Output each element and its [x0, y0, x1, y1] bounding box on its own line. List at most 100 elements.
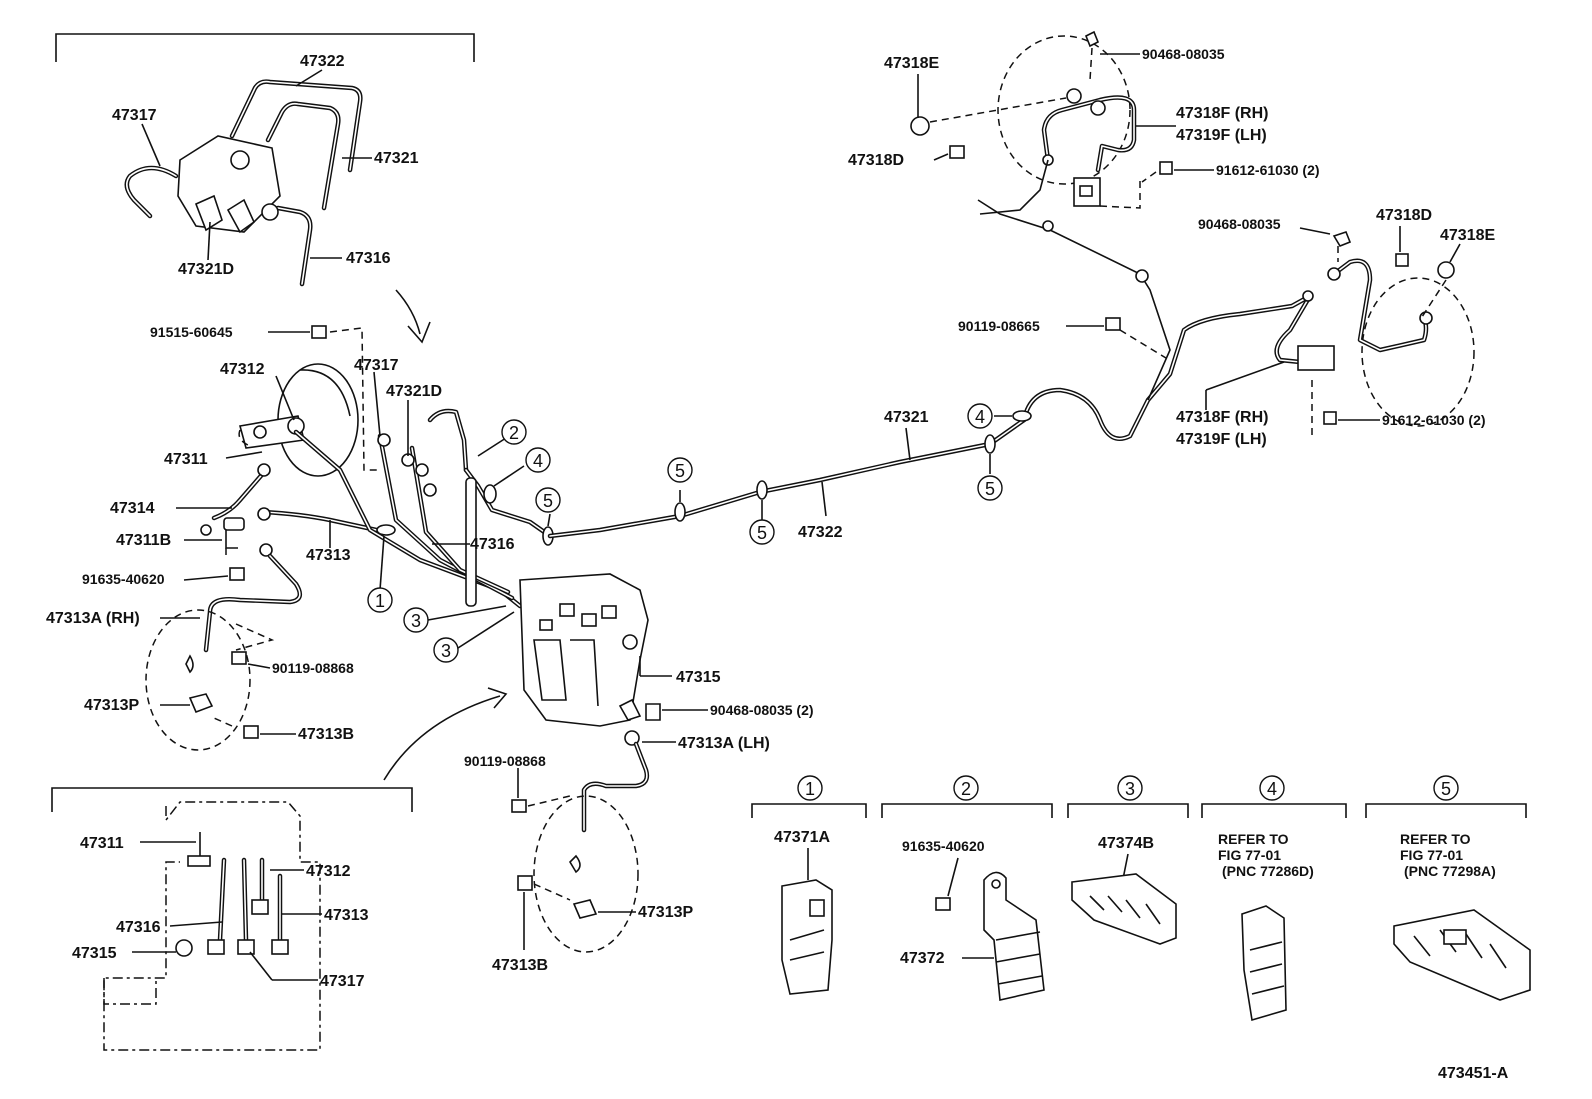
label-47313P-left: 47313P — [84, 697, 139, 714]
label-47321D-mid: 47321D — [386, 383, 442, 400]
label-90119-mid: 90119-08868 — [464, 753, 546, 769]
bracket-47313P-left — [188, 693, 214, 714]
label-47319F-LH-top: 47319F (LH) — [1176, 127, 1267, 144]
label-91612-top: 91612-61030 (2) — [1216, 162, 1320, 178]
label-inset-47311: 47311 — [80, 835, 124, 852]
callout-1-label: 1 — [375, 591, 385, 611]
pipe-47317-top — [124, 165, 179, 219]
callout-5c — [749, 519, 775, 545]
label-47317-top: 47317 — [112, 107, 157, 124]
inset-fitting — [187, 855, 211, 867]
bolt-47318D-right — [1395, 253, 1409, 267]
label-90119-left: 90119-08868 — [272, 660, 354, 676]
callout-5b — [667, 457, 693, 483]
legend-callout-1 — [797, 775, 823, 801]
label-inset-47316: 47316 — [116, 919, 161, 936]
inset-bracket-top — [55, 33, 475, 62]
callout-3-label: 3 — [411, 611, 421, 631]
label-47319F-LH-right: 47319F (LH) — [1176, 431, 1267, 448]
label-47312: 47312 — [220, 361, 265, 378]
legend-callout-3 — [1117, 775, 1143, 801]
label-47321-main: 47321 — [884, 409, 929, 426]
label-clamp5-ref2: FIG 77-01 — [1400, 847, 1463, 863]
label-47318D-top: 47318D — [848, 152, 904, 169]
label-47313P-mid: 47313P — [638, 904, 693, 921]
label-47322-top: 47322 — [300, 53, 345, 70]
label-91612-right: 91612-61030 (2) — [1382, 412, 1486, 428]
valve-fitting — [230, 150, 250, 170]
callout-4b-label: 4 — [975, 407, 985, 427]
label-inset-47313: 47313 — [324, 907, 369, 924]
center-lines: 47317 47321D 47316 47315 90468-08035 (2)… — [293, 357, 814, 974]
wheel-center-outline — [533, 795, 639, 953]
valve-block — [226, 198, 256, 234]
wire-line-upper — [977, 199, 1171, 401]
label-90468-mid: 90468-08035 (2) — [710, 702, 814, 718]
pipe-47318F-right — [1331, 258, 1429, 353]
pipe-bundle-b — [377, 433, 515, 601]
bolt-91612-right — [1323, 411, 1337, 425]
bolt-90119-left — [231, 651, 247, 665]
label-47313A-RH: 47313A (RH) — [46, 610, 140, 627]
label-47318E-right: 47318E — [1440, 227, 1495, 244]
legend-callout-5-label: 5 — [1441, 779, 1451, 799]
callout-1 — [367, 587, 393, 613]
callout-4 — [525, 447, 551, 473]
clamp-marker-2 — [465, 477, 477, 607]
arrowhead — [407, 321, 431, 344]
label-clamp4-ref1: REFER TO — [1218, 831, 1289, 847]
callout-2 — [501, 419, 527, 445]
label-47317-mid: 47317 — [354, 357, 399, 374]
label-inset-47315: 47315 — [72, 945, 117, 962]
legend-bracket-4 — [1201, 803, 1347, 818]
label-47314: 47314 — [110, 500, 155, 517]
callout-5 — [535, 487, 561, 513]
label-47313B-left: 47313B — [298, 726, 354, 743]
label-47318E-top: 47318E — [884, 55, 939, 72]
clip-47318E-top — [910, 116, 930, 136]
label-47316-top: 47316 — [346, 250, 391, 267]
legend-bracket-5 — [1365, 803, 1527, 818]
bolt-91515 — [311, 325, 327, 339]
label-clamp5-ref1: REFER TO — [1400, 831, 1471, 847]
bracket-47313P-mid — [572, 899, 598, 919]
figure-id: 473451-A — [1438, 1065, 1509, 1082]
valve-block — [194, 194, 223, 232]
actuator-outline — [103, 801, 321, 1051]
label-47322-main: 47322 — [798, 524, 843, 541]
callout-5b-label: 5 — [675, 461, 685, 481]
callout-3b-label: 3 — [441, 641, 451, 661]
callout-5-label: 5 — [543, 491, 553, 511]
label-clamp4-ref2: FIG 77-01 — [1218, 847, 1281, 863]
clamp-77298A-shape — [1393, 909, 1531, 1001]
label-inset-47317: 47317 — [320, 973, 365, 990]
pipe-47318F-top — [1041, 95, 1137, 173]
bolt-90119-mid — [511, 799, 527, 813]
wheel-top-outline — [997, 35, 1131, 185]
label-clamp3-part: 47374B — [1098, 835, 1154, 852]
label-90119-08665: 90119-08665 — [958, 318, 1040, 334]
label-47315-mid: 47315 — [676, 669, 721, 686]
pipe-47321D — [427, 408, 469, 473]
bolt-47313B-mid — [517, 875, 533, 891]
label-47311: 47311 — [164, 451, 208, 468]
label-clamp5-ref3: (PNC 77298A) — [1404, 863, 1496, 879]
bolt-47318D-top — [949, 145, 965, 159]
legend-callout-5 — [1433, 775, 1459, 801]
legend-bracket-3 — [1067, 803, 1189, 818]
master-cylinder-area: 91515-60645 47312 47311 47314 47311B 916… — [46, 324, 389, 751]
callout-4b — [967, 403, 993, 429]
label-91635-left: 91635-40620 — [82, 571, 165, 587]
callout-5c-label: 5 — [757, 523, 767, 543]
label-47316-mid: 47316 — [470, 536, 515, 553]
label-47321D-top: 47321D — [178, 261, 234, 278]
callout-5d-label: 5 — [985, 479, 995, 499]
right-top-wheel: 90468-08035 47318E 47318F (RH) 47319F (L… — [848, 30, 1320, 215]
wheel-right-outline — [1361, 277, 1475, 427]
clamp-47371A-shape — [781, 879, 833, 995]
legend-callout-4-label: 4 — [1267, 779, 1277, 799]
label-47313: 47313 — [306, 547, 351, 564]
label-47318F-RH-top: 47318F (RH) — [1176, 105, 1268, 122]
bolt-91635 — [229, 567, 245, 581]
